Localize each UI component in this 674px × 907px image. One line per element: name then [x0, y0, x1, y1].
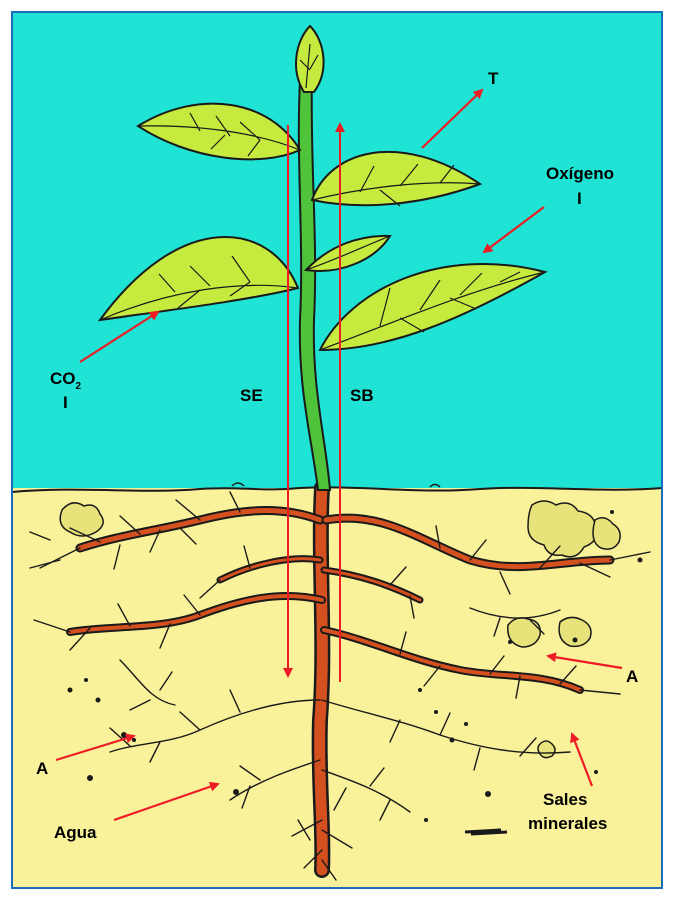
label-oxygen: Oxígeno	[546, 164, 614, 183]
label-oxygen-sub: I	[577, 189, 582, 208]
label-sb: SB	[350, 386, 374, 405]
label-t: T	[488, 69, 499, 88]
label-co2-subscript: 2	[76, 381, 82, 392]
label-a-left: A	[36, 759, 48, 778]
soil-scribble	[465, 830, 507, 834]
label-agua: Agua	[54, 823, 97, 842]
label-sales-line1: Sales	[543, 790, 587, 809]
label-a-right: A	[626, 667, 638, 686]
label-co2-main: CO	[50, 369, 76, 388]
label-co2-sub: I	[63, 393, 68, 412]
label-sales-line2: minerales	[528, 814, 607, 833]
label-se: SE	[240, 386, 263, 405]
